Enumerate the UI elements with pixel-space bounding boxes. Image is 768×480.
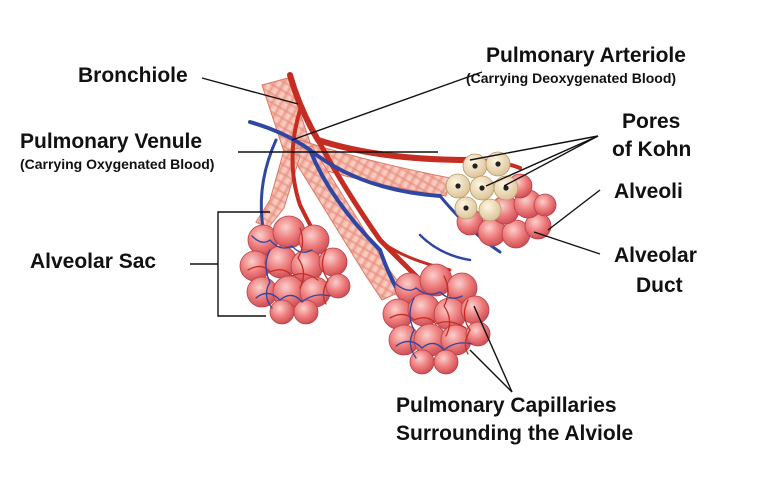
leader-pores-b <box>485 135 599 187</box>
pore-dots <box>455 161 509 211</box>
label-capillaries-line1: Pulmonary Capillaries <box>396 394 617 417</box>
label-alveoli: Alveoli <box>614 180 683 203</box>
label-alveolar-sac: Alveolar Sac <box>30 250 157 273</box>
leader-alveolar-duct <box>533 231 601 255</box>
alveolar-sac-left <box>239 215 351 325</box>
leader-capillaries-a <box>469 349 513 393</box>
label-pulmonary-arteriole: Pulmonary Arteriole <box>486 44 686 67</box>
leader-pores-a <box>469 135 599 161</box>
label-bronchiole: Bronchiole <box>78 64 188 87</box>
leader-capillaries-b <box>473 305 513 393</box>
label-capillaries-line2: Surrounding the Alviole <box>396 422 634 445</box>
capillary-mesh-lower <box>389 275 473 359</box>
label-pulmonary-venule-note: (Carrying Oxygenated Blood) <box>20 156 215 172</box>
label-pores-line1: Pores <box>622 110 681 133</box>
leader-alveoli <box>547 189 601 231</box>
capillary-mesh-left <box>247 227 331 309</box>
label-pulmonary-venule: Pulmonary Venule <box>20 130 203 153</box>
label-pores-line2: of Kohn <box>612 138 692 161</box>
label-pulmonary-arteriole-note: (Carrying Deoxygenated Blood) <box>466 70 677 86</box>
leader-pulmonary-arteriole <box>291 71 483 141</box>
label-alveolar-duct-line2: Duct <box>636 274 683 297</box>
alveolar-cluster-lower <box>382 263 491 375</box>
label-alveolar-duct-line1: Alveolar <box>614 244 697 267</box>
leader-pores-c <box>503 135 599 187</box>
leader-bronchiole <box>201 77 299 105</box>
leader-lines <box>190 71 601 393</box>
